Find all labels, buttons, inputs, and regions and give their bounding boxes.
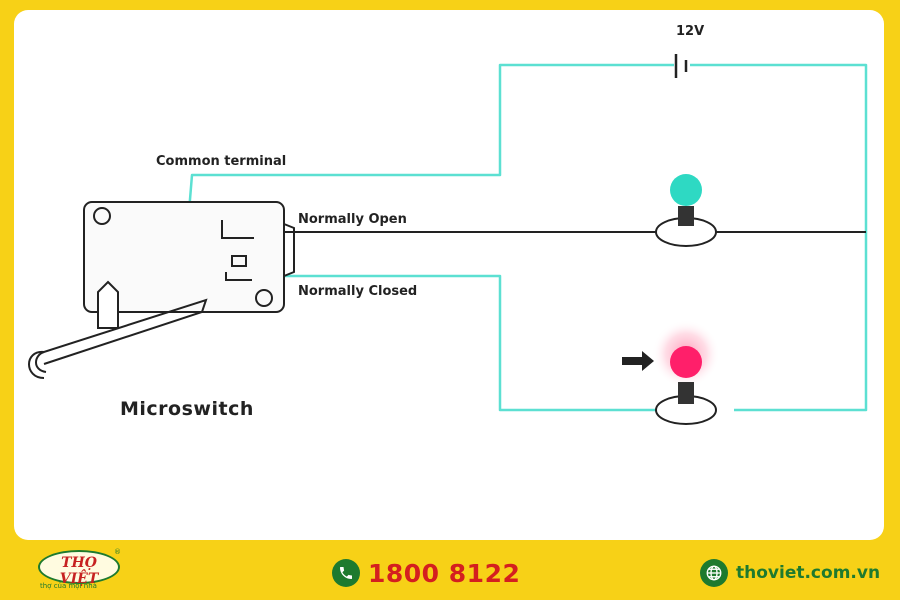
circuit-diagram <box>28 54 868 425</box>
logo-tagline: thợ của mọi nhà <box>40 582 97 590</box>
website-link[interactable]: thoviet.com.vn <box>700 558 880 588</box>
logo-text: THỌ VIỆT <box>59 555 99 587</box>
battery-icon <box>674 54 688 78</box>
nc-wire <box>250 274 664 412</box>
normally-open-label: Normally Open <box>298 212 407 227</box>
actuator-lever <box>28 298 208 379</box>
phone-number: 1800 8122 <box>368 558 521 588</box>
hotline[interactable]: 1800 8122 <box>332 558 520 588</box>
pink-bulb-icon <box>655 346 717 425</box>
phone-icon <box>332 559 360 587</box>
microswitch-body <box>83 201 295 329</box>
footer-bar: THỌ VIỆT ® thợ của mọi nhà 1800 8122 tho… <box>0 540 900 600</box>
common-wire <box>184 63 674 249</box>
diagram-panel: 12V Common terminal Normally Open Normal… <box>14 10 884 540</box>
battery-to-right-wire <box>690 63 868 412</box>
cyan-bulb-icon <box>655 174 717 247</box>
globe-icon <box>700 559 728 587</box>
logo-oval <box>38 550 120 584</box>
normally-closed-label: Normally Closed <box>298 284 418 299</box>
common-terminal-label: Common terminal <box>156 154 287 169</box>
arrow-icon <box>622 351 654 371</box>
logo-registered-mark: ® <box>114 548 121 556</box>
brand-logo[interactable]: THỌ VIỆT ® thợ của mọi nhà <box>38 548 121 592</box>
microswitch-title: Microswitch <box>120 398 254 420</box>
battery-label: 12V <box>676 24 705 39</box>
website-url: thoviet.com.vn <box>736 563 881 583</box>
